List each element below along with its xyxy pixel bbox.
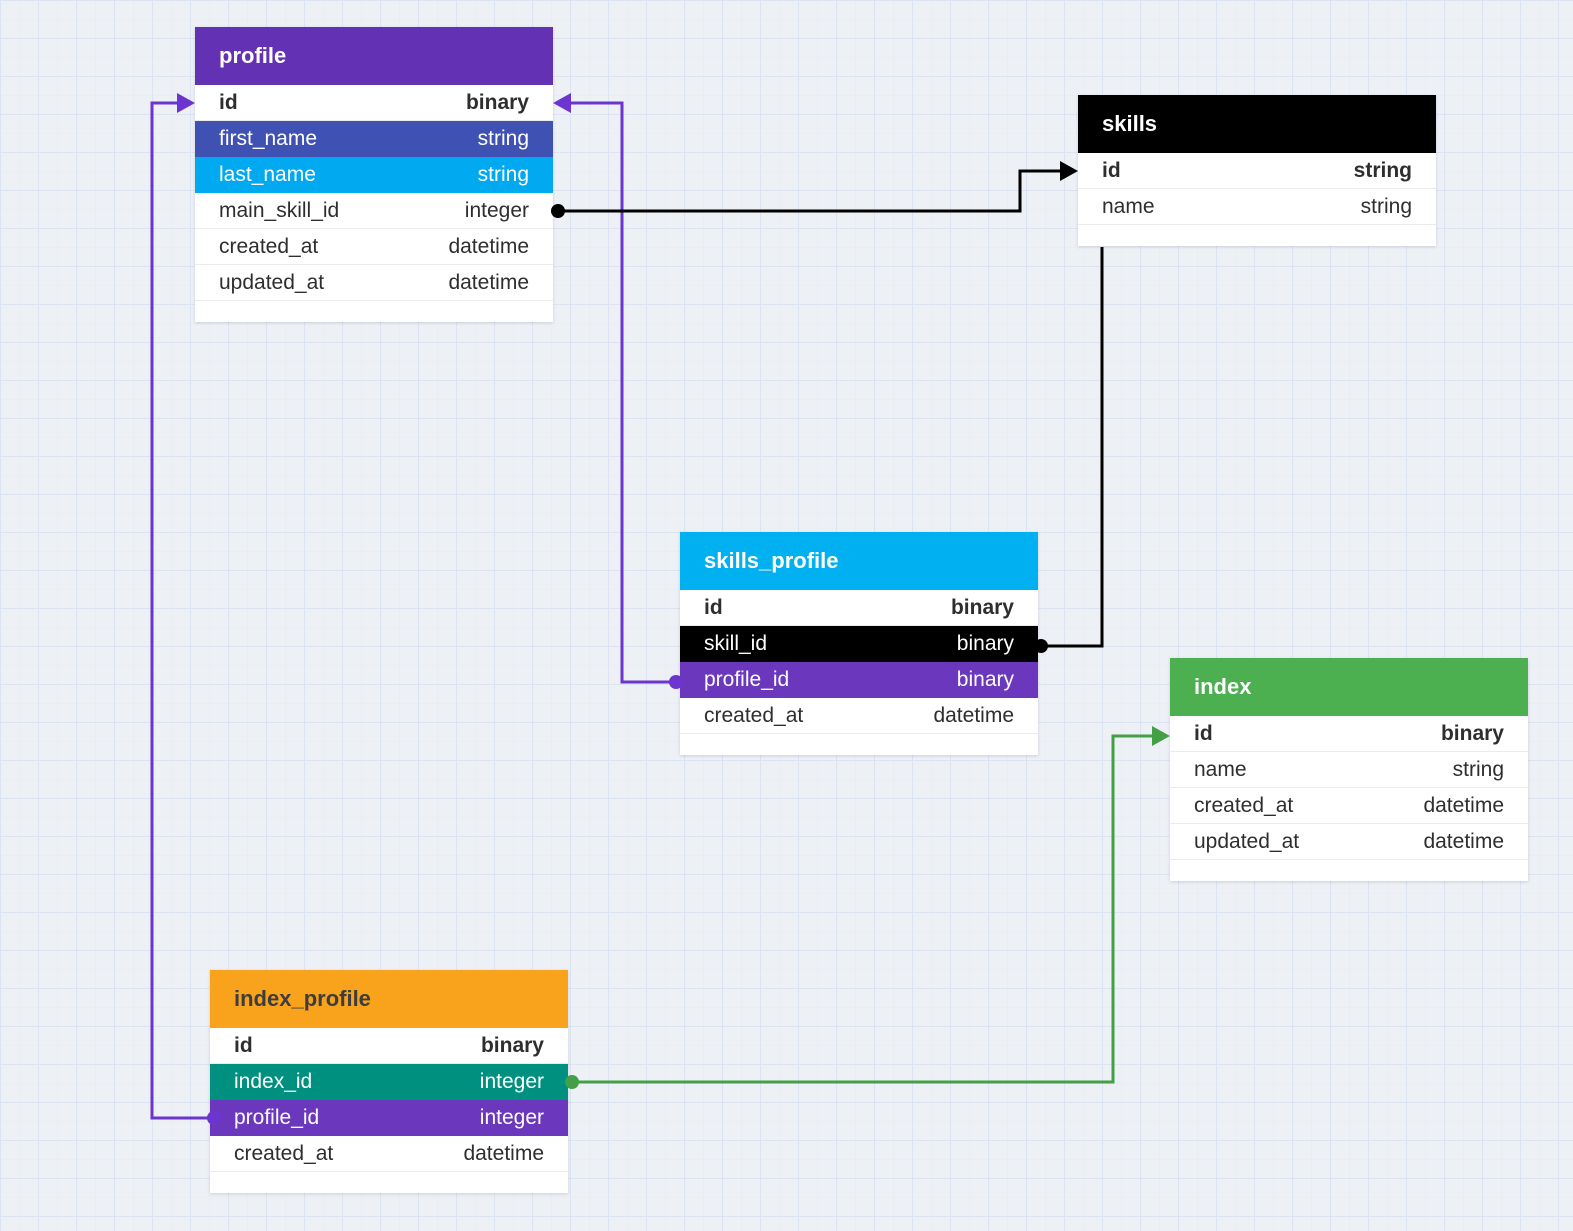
table-skills[interactable]: skills id string name string [1078,95,1436,246]
column-type: datetime [448,271,529,295]
column-row-index-profile-id[interactable]: id binary [210,1028,568,1064]
column-type: integer [480,1106,544,1130]
column-row-profile-id[interactable]: id binary [195,85,553,121]
column-type: datetime [933,704,1014,728]
column-name: created_at [704,704,803,728]
column-type: string [478,163,529,187]
table-profile[interactable]: profile id binary first_name string last… [195,27,553,322]
column-type: datetime [448,235,529,259]
table-title: skills [1102,111,1157,137]
column-name: first_name [219,127,317,151]
column-type: binary [951,596,1014,620]
table-profile-header[interactable]: profile [195,27,553,85]
table-skills-profile-header[interactable]: skills_profile [680,532,1038,590]
column-name: skill_id [704,632,767,656]
column-row-skills-profile-profile-id[interactable]: profile_id binary [680,662,1038,698]
column-row-profile-last-name[interactable]: last_name string [195,157,553,193]
table-title: index_profile [234,986,371,1012]
relation-profile-to-skills [551,161,1078,218]
relation-index-profile-to-index [565,726,1170,1089]
relation-skills-profile-to-skills [1034,247,1102,653]
column-name: profile_id [234,1106,319,1130]
column-name: updated_at [1194,830,1299,854]
table-skills-profile[interactable]: skills_profile id binary skill_id binary… [680,532,1038,755]
column-row-index-id[interactable]: id binary [1170,716,1528,752]
table-index-profile[interactable]: index_profile id binary index_id integer… [210,970,568,1193]
relation-line[interactable] [570,103,676,682]
column-type: string [1453,758,1504,782]
column-row-skills-profile-id[interactable]: id binary [680,590,1038,626]
column-name: created_at [219,235,318,259]
column-name: name [1194,758,1247,782]
relation-arrowhead-icon [1152,726,1170,746]
column-name: main_skill_id [219,199,339,223]
column-row-profile-updated-at[interactable]: updated_at datetime [195,265,553,301]
column-row-skills-id[interactable]: id string [1078,153,1436,189]
column-type: integer [480,1070,544,1094]
relation-arrowhead-icon [177,93,195,113]
table-footer [1078,225,1436,246]
table-footer [210,1172,568,1193]
relation-line[interactable] [558,171,1061,211]
column-row-index-profile-index-id[interactable]: index_id integer [210,1064,568,1100]
column-name: created_at [234,1142,333,1166]
column-name: id [234,1034,253,1058]
table-footer [1170,860,1528,881]
column-type: string [1361,195,1412,219]
column-row-skills-profile-skill-id[interactable]: skill_id binary [680,626,1038,662]
column-type: integer [465,199,529,223]
column-row-profile-main-skill-id[interactable]: main_skill_id integer [195,193,553,229]
column-name: id [1194,722,1213,746]
column-name: last_name [219,163,316,187]
column-type: binary [957,632,1014,656]
column-row-index-profile-created-at[interactable]: created_at datetime [210,1136,568,1172]
column-row-index-updated-at[interactable]: updated_at datetime [1170,824,1528,860]
table-footer [195,301,553,322]
column-name: profile_id [704,668,789,692]
table-title: skills_profile [704,548,839,574]
column-name: id [1102,159,1121,183]
column-type: datetime [1423,794,1504,818]
relation-arrowhead-icon [553,93,571,113]
column-row-index-profile-profile-id[interactable]: profile_id integer [210,1100,568,1136]
column-name: index_id [234,1070,312,1094]
column-type: binary [1441,722,1504,746]
table-index-header[interactable]: index [1170,658,1528,716]
column-type: binary [466,91,529,115]
column-row-profile-created-at[interactable]: created_at datetime [195,229,553,265]
table-skills-header[interactable]: skills [1078,95,1436,153]
column-type: datetime [463,1142,544,1166]
column-row-skills-profile-created-at[interactable]: created_at datetime [680,698,1038,734]
relation-arrowhead-icon [1060,161,1078,181]
table-title: profile [219,43,286,69]
table-index-profile-header[interactable]: index_profile [210,970,568,1028]
column-type: binary [957,668,1014,692]
table-footer [680,734,1038,755]
column-name: name [1102,195,1155,219]
column-row-index-created-at[interactable]: created_at datetime [1170,788,1528,824]
column-type: string [1354,159,1412,183]
column-row-skills-name[interactable]: name string [1078,189,1436,225]
column-row-index-name[interactable]: name string [1170,752,1528,788]
column-type: binary [481,1034,544,1058]
relation-line[interactable] [1041,247,1102,646]
column-name: id [219,91,238,115]
column-name: created_at [1194,794,1293,818]
column-row-profile-first-name[interactable]: first_name string [195,121,553,157]
table-index[interactable]: index id binary name string created_at d… [1170,658,1528,881]
relation-skills-profile-to-profile [553,93,683,689]
column-type: datetime [1423,830,1504,854]
column-name: updated_at [219,271,324,295]
column-name: id [704,596,723,620]
table-title: index [1194,674,1251,700]
column-type: string [478,127,529,151]
relation-endpoint-dot [551,204,565,218]
relation-line[interactable] [572,736,1152,1082]
